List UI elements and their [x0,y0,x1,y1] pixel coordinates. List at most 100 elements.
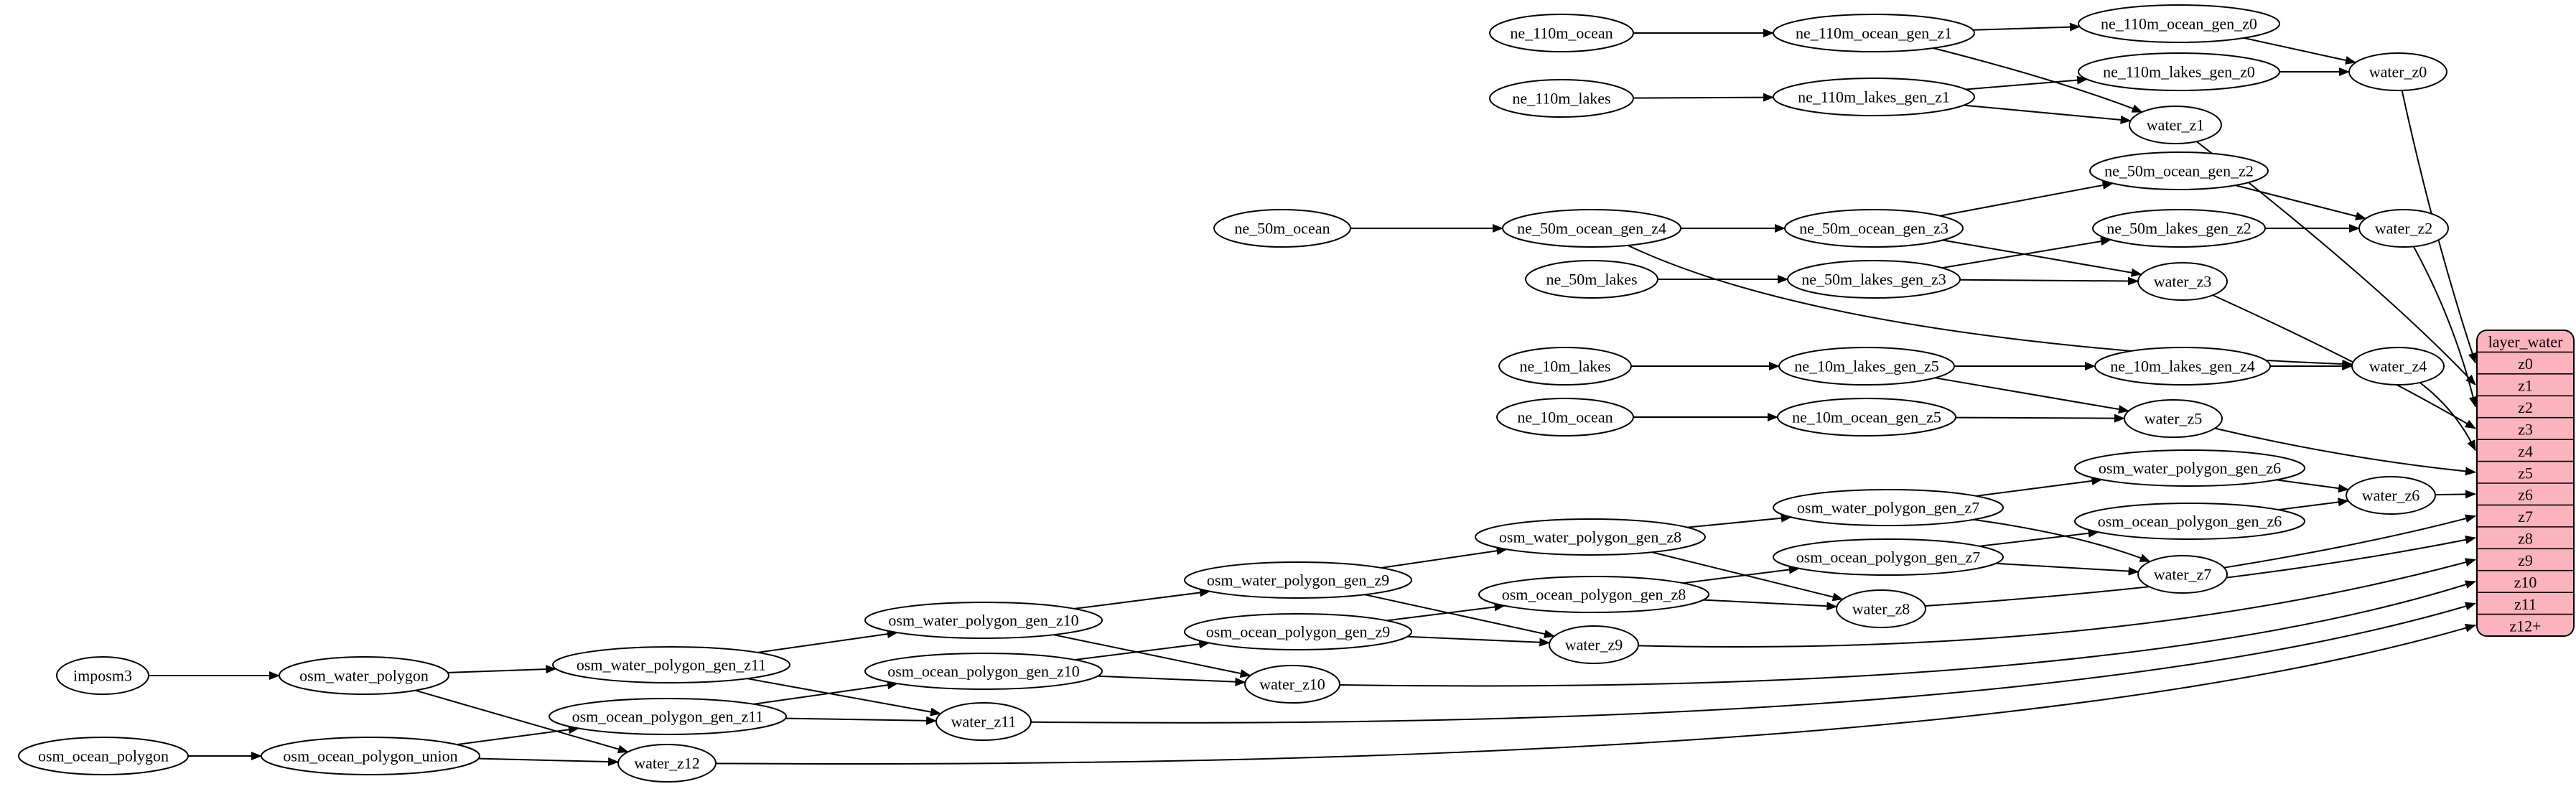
osm_ocean_polygon_gen_z6-label: osm_ocean_polygon_gen_z6 [2098,513,2282,531]
ne_50m_ocean_gen_z4-label: ne_50m_ocean_gen_z4 [1517,220,1666,238]
edge-ne_110m_ocean_gen_z0-to-water_z0 [2244,37,2356,65]
ne_50m_ocean-label: ne_50m_ocean [1234,220,1330,238]
water_z2-label: water_z2 [2375,220,2433,238]
edge-osm_water_polygon_gen_z10-to-osm_water_polygon_gen_z9 [1073,588,1211,610]
edge-ne_50m_ocean_gen_z2-to-water_z2 [2235,185,2367,220]
water_z11-shape [935,702,1032,741]
water_z8-label: water_z8 [1852,600,1910,618]
water_z8-shape [1836,589,1926,628]
osm_ocean_polygon_gen_z8-label: osm_ocean_polygon_gen_z8 [1502,586,1686,604]
ne_50m_ocean-shape [1213,209,1351,248]
ne_110m_ocean-shape [1489,14,1634,52]
osm_water_polygon_gen_z8-shape [1475,518,1706,556]
node-osm_water_polygon_gen_z8: osm_water_polygon_gen_z8 [1475,518,1706,556]
water_z6-shape [2346,476,2436,515]
water_z9-label: water_z9 [1565,636,1623,654]
osm_ocean_polygon_gen_z11-label: osm_ocean_polygon_gen_z11 [572,708,764,726]
osm_water_polygon_gen_z7-label: osm_water_polygon_gen_z7 [1797,499,1979,517]
layer-water-table-title: layer_water [2488,333,2563,351]
osm_ocean_polygon_gen_z9-shape [1184,613,1412,650]
node-osm_ocean_polygon_gen_z11: osm_ocean_polygon_gen_z11 [549,698,787,735]
edge-osm_water_polygon_gen_z8-to-osm_water_polygon_gen_z7 [1687,513,1792,528]
node-water_z9: water_z9 [1549,625,1639,664]
layer-water-table: layer_waterz0z1z2z3z4z5z6z7z8z9z10z11z12… [2476,330,2575,638]
edge-osm_water_polygon_gen_z11-to-osm_water_polygon_gen_z10 [757,630,898,653]
osm_water_polygon-label: osm_water_polygon [299,667,429,685]
node-water_z3: water_z3 [2137,262,2228,301]
node-ne_10m_lakes_gen_z4: ne_10m_lakes_gen_z4 [2094,347,2271,386]
node-water_z2: water_z2 [2358,209,2449,248]
ne_110m_lakes-shape [1489,79,1634,118]
edge-ne_50m_ocean_gen_z3-to-ne_50m_ocean_gen_z2 [1940,181,2114,217]
edge-osm_ocean_polygon_gen_z7-to-osm_ocean_polygon_gen_z6 [1979,528,2099,547]
layer-water-row-z9: z9 [2518,551,2533,569]
water_z2-shape [2358,209,2449,248]
edge-osm_water_polygon_gen_z7-to-osm_water_polygon_gen_z6 [1976,476,2103,497]
ne_110m_lakes_gen_z0-label: ne_110m_lakes_gen_z0 [2103,63,2255,81]
node-osm_water_polygon_gen_z11: osm_water_polygon_gen_z11 [552,646,790,683]
osm_ocean_polygon_gen_z6-shape [2074,503,2305,540]
node-osm_water_polygon_gen_z10: osm_water_polygon_gen_z10 [864,602,1103,639]
layer-water-row-z0: z0 [2518,355,2533,373]
edge-ne_50m_lakes_gen_z3-to-water_z3 [1959,276,2139,286]
ne_50m_ocean_gen_z4-shape [1502,209,1681,248]
node-ne_50m_lakes_gen_z2: ne_50m_lakes_gen_z2 [2092,209,2266,248]
edge-ne_110m_ocean_gen_z1-to-ne_110m_ocean_gen_z0 [1973,22,2081,32]
edge-osm_water_polygon_gen_z9-to-water_z9 [1364,594,1555,638]
osm_water_polygon_gen_z11-shape [552,646,790,683]
node-water_z6: water_z6 [2346,476,2436,515]
edge-water_z12-to-layer_water-z12+ [715,623,2476,765]
osm_ocean_polygon-label: osm_ocean_polygon [38,747,169,765]
ne_50m_ocean_gen_z2-shape [2089,151,2269,190]
edge-osm_ocean_polygon_gen_z8-to-osm_ocean_polygon_gen_z7 [1683,565,1800,584]
osm_water_polygon_gen_z10-label: osm_water_polygon_gen_z10 [888,612,1078,630]
ne_110m_ocean_gen_z0-label: ne_110m_ocean_gen_z0 [2101,15,2257,33]
edge-water_z2-to-layer_water-z2 [2412,246,2478,408]
water_z0-label: water_z0 [2369,63,2427,81]
node-osm_water_polygon: osm_water_polygon [279,656,449,695]
node-water_z5: water_z5 [2124,399,2223,438]
node-ne_50m_ocean: ne_50m_ocean [1213,209,1351,248]
edge-osm_water_polygon_gen_z7-to-water_z7 [1973,518,2151,563]
node-ne_50m_ocean_gen_z2: ne_50m_ocean_gen_z2 [2089,151,2269,190]
layer-water-row-z1: z1 [2518,377,2533,395]
edge-water_z10-to-layer_water-z10 [1339,580,2476,687]
water_z5-label: water_z5 [2145,410,2203,428]
layer-water-row-z4: z4 [2518,442,2533,460]
ne_50m_ocean_gen_z2-label: ne_50m_ocean_gen_z2 [2104,162,2254,180]
node-osm_ocean_polygon_gen_z6: osm_ocean_polygon_gen_z6 [2074,503,2305,540]
edge-ne_50m_lakes_gen_z3-to-ne_50m_lakes_gen_z2 [1941,237,2111,269]
layer-water-row-z12+: z12+ [2509,617,2541,635]
edge-osm_ocean_polygon_gen_z11-to-osm_ocean_polygon_gen_z10 [753,681,899,705]
osm_water_polygon-shape [279,656,449,695]
edge-water_z9-to-layer_water-z9 [1638,558,2476,648]
water_z1-label: water_z1 [2147,116,2205,134]
edge-water_z4-to-layer_water-z4 [2419,382,2476,452]
ne_110m_ocean_gen_z1-label: ne_110m_ocean_gen_z1 [1796,24,1952,42]
layer-water-row-z11: z11 [2514,595,2537,613]
ne_50m_lakes_gen_z3-shape [1787,260,1961,299]
ne_110m_lakes-label: ne_110m_lakes [1512,90,1610,108]
edge-water_z7-to-layer_water-z7 [2223,514,2476,569]
osm_water_polygon_gen_z6-label: osm_water_polygon_gen_z6 [2099,459,2281,477]
osm_ocean_polygon-shape [18,737,189,775]
edge-ne_10m_lakes_gen_z5-to-water_z5 [1935,377,2129,414]
osm_ocean_polygon_gen_z11-shape [549,698,787,735]
edge-osm_ocean_polygon_gen_z9-to-osm_ocean_polygon_gen_z8 [1386,602,1506,622]
ne_10m_lakes-shape [1498,347,1632,386]
node-ne_110m_ocean_gen_z0: ne_110m_ocean_gen_z0 [2078,4,2280,43]
osm_ocean_polygon_gen_z9-label: osm_ocean_polygon_gen_z9 [1206,623,1391,641]
edge-osm_water_polygon_gen_z11-to-water_z11 [747,678,942,716]
imposm3-shape [56,656,149,695]
nodes-layer: ne_110m_ocean ne_110m_ocean_gen_z1 ne_110m… [18,4,2449,783]
ne_50m_lakes_gen_z2-label: ne_50m_lakes_gen_z2 [2106,220,2251,238]
node-ne_110m_lakes_gen_z1: ne_110m_lakes_gen_z1 [1773,78,1975,116]
node-ne_110m_ocean: ne_110m_ocean [1489,14,1634,52]
node-water_z8: water_z8 [1836,589,1926,628]
node-water_z10: water_z10 [1244,665,1340,704]
edge-osm_ocean_polygon_gen_z7-to-water_z7 [1995,562,2139,576]
edge-ne_50m_ocean_gen_z3-to-water_z3 [1942,239,2142,277]
ne_110m_ocean-label: ne_110m_ocean [1510,24,1613,42]
node-water_z0: water_z0 [2348,52,2447,91]
